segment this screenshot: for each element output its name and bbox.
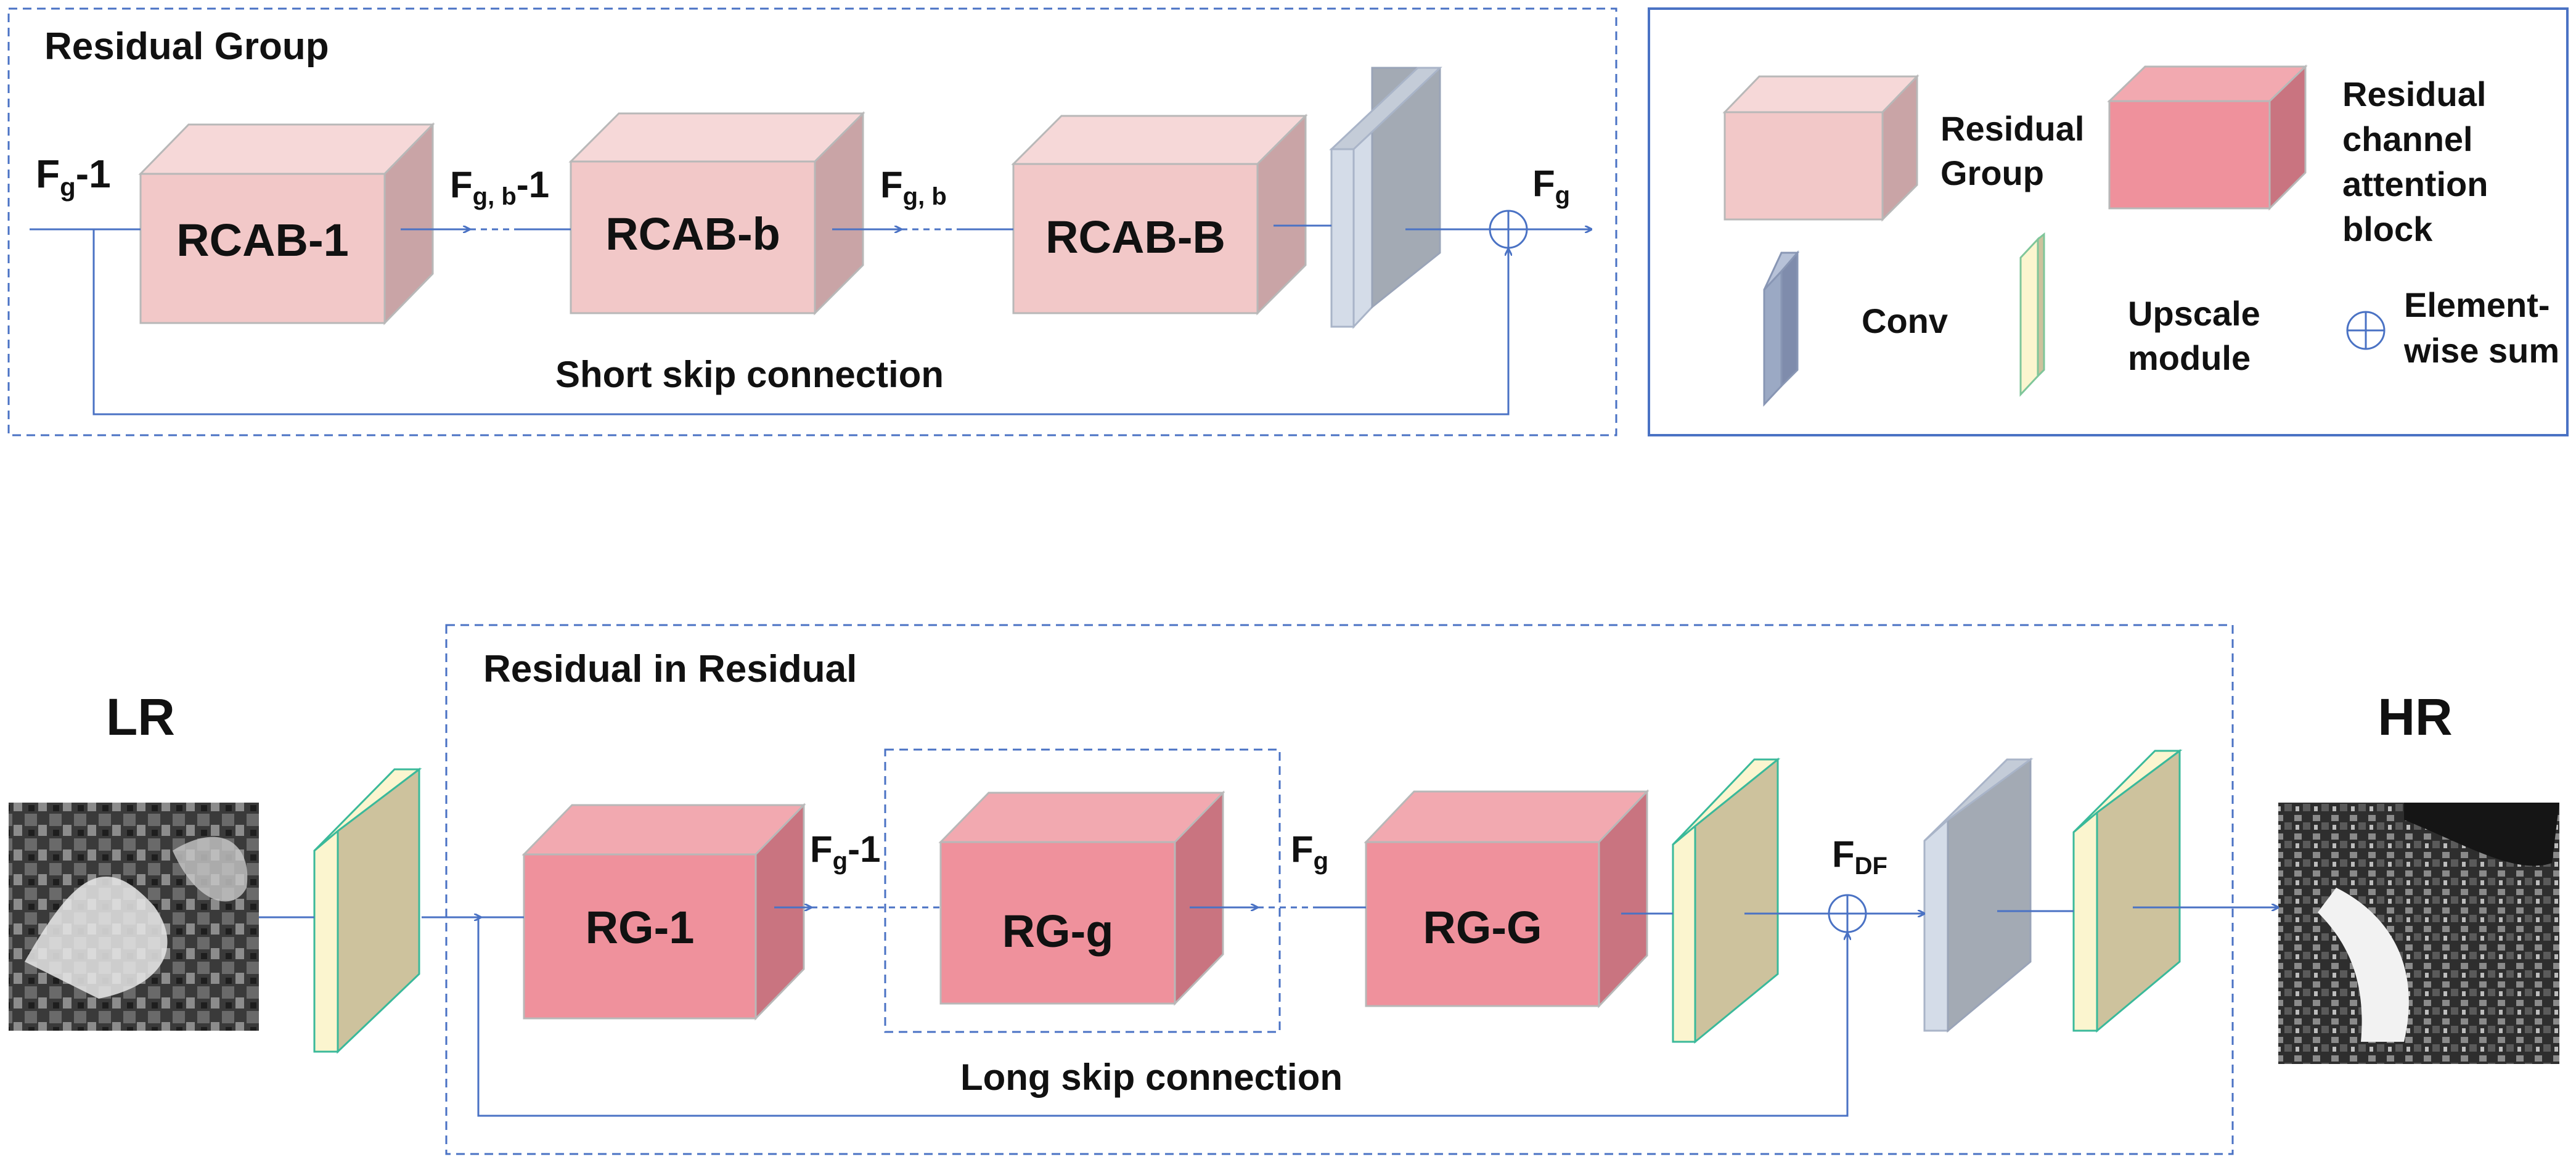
bottom-upscale-layer-1 xyxy=(313,767,422,1054)
rir-frame xyxy=(445,624,2234,1155)
long-skip-label: Long skip connection xyxy=(960,1057,1343,1098)
legend-frame xyxy=(1648,7,2569,436)
fdf-label: FDF xyxy=(1832,833,1887,880)
rg-block-1: RG-1 xyxy=(521,803,806,1021)
legend-sum-icon xyxy=(2346,311,2386,350)
legend-residual-group-label: Residual Group xyxy=(1940,109,2094,192)
legend-residual-group-swatch xyxy=(1722,74,1920,222)
top-mid-label-1: Fg, b-1 xyxy=(450,164,549,210)
lr-image xyxy=(9,803,259,1031)
rcab-block-1-label: RCAB-1 xyxy=(176,215,349,266)
rcab-block-b: RCAB-b xyxy=(568,111,865,316)
residual-group-title: Residual Group xyxy=(44,25,329,68)
rg-block-g: RG-g xyxy=(938,790,1225,1006)
bottom-upscale-layer-2 xyxy=(2072,749,2183,1033)
top-conv-layer xyxy=(1329,67,1442,329)
top-input-label: Fg-1 xyxy=(36,152,111,202)
legend-conv-label: Conv xyxy=(1862,301,1948,340)
top-output-label: Fg xyxy=(1532,163,1570,209)
hr-image xyxy=(2278,803,2559,1064)
rg-block-G-label: RG-G xyxy=(1423,902,1542,953)
bottom-mid-label-2: Fg xyxy=(1291,829,1328,875)
bottom-sum-icon xyxy=(1828,894,1867,933)
rg-block-g-label: RG-g xyxy=(1002,906,1114,957)
top-connections xyxy=(30,224,1592,415)
top-mid-label-2: Fg, b xyxy=(880,164,947,210)
bottom-conv-layer-2 xyxy=(1923,758,2034,1033)
rg-g-inner-frame xyxy=(884,748,1281,1033)
rg-block-G: RG-G xyxy=(1364,789,1650,1009)
bottom-connections xyxy=(259,907,2278,1117)
bottom-mid-label-1: Fg-1 xyxy=(810,829,880,875)
rcab-block-B-label: RCAB-B xyxy=(1045,211,1225,263)
rcab-block-1: RCAB-1 xyxy=(138,122,435,325)
top-sum-icon xyxy=(1489,210,1528,249)
rcab-block-B: RCAB-B xyxy=(1011,113,1308,316)
bottom-conv-layer-1 xyxy=(1672,757,1781,1044)
rg-block-1-label: RG-1 xyxy=(586,902,695,953)
rcab-block-b-label: RCAB-b xyxy=(605,208,780,260)
legend-conv-swatch xyxy=(1763,250,1800,407)
legend-rcab-label: Residual channel attention block xyxy=(2342,75,2498,248)
rir-title: Residual in Residual xyxy=(483,648,857,690)
legend-upscale-label: Upscale module xyxy=(2128,294,2270,377)
residual-group-frame xyxy=(7,7,1617,436)
hr-label: HR xyxy=(2378,688,2452,746)
short-skip-label: Short skip connection xyxy=(555,354,944,395)
lr-label: LR xyxy=(106,688,175,746)
legend-upscale-swatch xyxy=(2019,232,2045,397)
legend-rcab-swatch xyxy=(2107,64,2308,211)
legend-sum-label: Element- wise sum xyxy=(2403,285,2559,370)
